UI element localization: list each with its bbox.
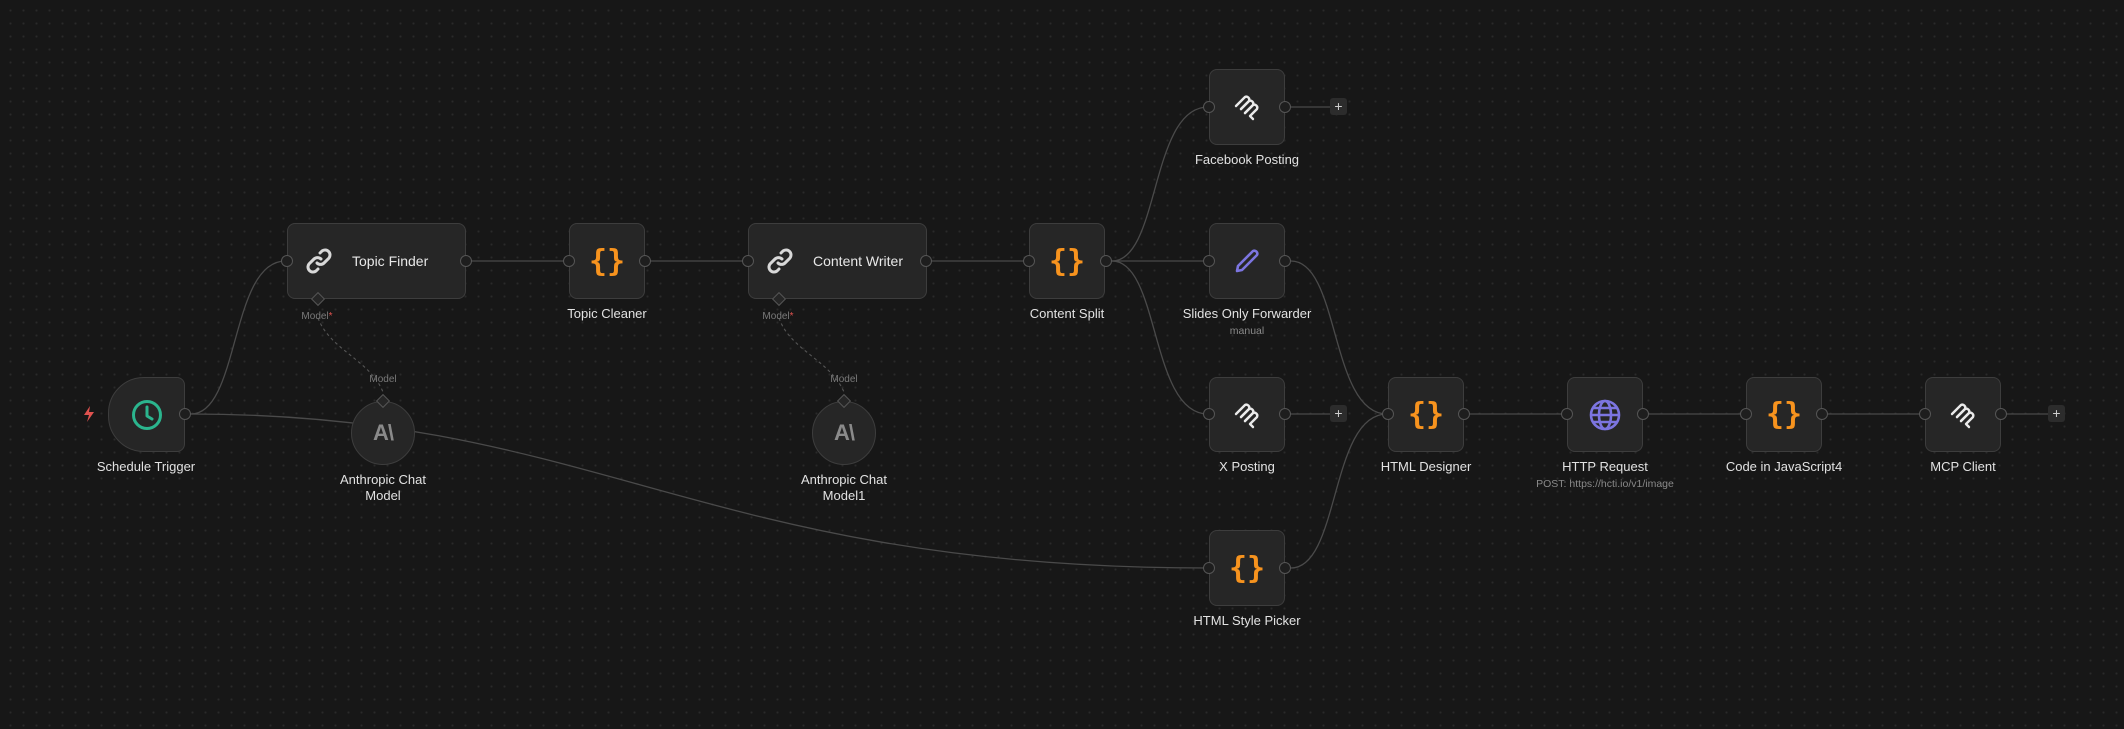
input-handle[interactable] (1203, 408, 1215, 420)
add-node-button[interactable]: + (1330, 405, 1347, 422)
mcp-icon (1234, 403, 1259, 428)
input-handle[interactable] (1740, 408, 1752, 420)
node-label: HTTP Request (1562, 459, 1648, 474)
input-handle[interactable] (1919, 408, 1931, 420)
node-schedule-trigger[interactable] (108, 377, 185, 452)
node-mcp-client[interactable] (1925, 377, 2001, 452)
output-handle[interactable] (179, 408, 191, 420)
model-port-label: Model* (301, 311, 333, 322)
node-title: Content Writer (813, 253, 903, 269)
edge-split-x (1111, 260, 1209, 415)
node-content-split[interactable]: {} (1029, 223, 1105, 299)
output-handle[interactable] (1458, 408, 1470, 420)
input-handle[interactable] (1023, 255, 1035, 267)
node-label: Facebook Posting (1194, 152, 1300, 167)
output-handle[interactable] (1637, 408, 1649, 420)
code-braces-icon: {} (1228, 550, 1266, 586)
output-handle[interactable] (460, 255, 472, 267)
edge-model-topicfinder (317, 317, 384, 393)
input-handle[interactable] (1561, 408, 1573, 420)
input-handle[interactable] (1382, 408, 1394, 420)
node-label: Schedule Trigger (96, 459, 196, 474)
model-port-label: Model (830, 374, 858, 385)
node-facebook-posting[interactable] (1209, 69, 1285, 145)
node-label: X Posting (1219, 459, 1275, 474)
node-topic-finder[interactable]: Topic Finder (287, 223, 466, 299)
trigger-bolt-icon (84, 406, 94, 422)
edge-stylepicker-htmldesigner (1290, 413, 1388, 569)
output-handle[interactable] (1279, 408, 1291, 420)
output-handle[interactable] (1279, 255, 1291, 267)
input-handle[interactable] (563, 255, 575, 267)
mcp-icon (1234, 95, 1259, 121)
node-label: Slides Only Forwarder (1182, 306, 1312, 321)
clock-icon (131, 399, 162, 430)
node-label: HTML Style Picker (1193, 613, 1301, 628)
link-icon (767, 248, 793, 274)
output-handle[interactable] (639, 255, 651, 267)
output-handle[interactable] (1995, 408, 2007, 420)
edge-model-contentwriter (778, 317, 845, 393)
output-handle[interactable] (920, 255, 932, 267)
node-topic-cleaner[interactable]: {} (569, 223, 645, 299)
anthropic-icon: A\ (834, 420, 855, 445)
model-port-label: Model* (762, 311, 794, 322)
node-sublabel: manual (1229, 325, 1265, 337)
mcp-icon (1950, 403, 1975, 428)
input-handle[interactable] (1203, 101, 1215, 113)
model-port-label: Model (369, 374, 397, 385)
output-handle[interactable] (1100, 255, 1112, 267)
edge-slides-htmldesigner (1290, 260, 1388, 415)
edge-schedule-topicfinder (190, 260, 287, 415)
code-braces-icon: {} (588, 243, 626, 279)
node-http-request[interactable] (1567, 377, 1643, 452)
code-braces-icon: {} (1765, 397, 1803, 432)
add-node-button[interactable]: + (2048, 405, 2065, 422)
add-node-button[interactable]: + (1330, 98, 1347, 115)
input-handle[interactable] (281, 255, 293, 267)
output-handle[interactable] (1279, 101, 1291, 113)
anthropic-icon: A\ (373, 420, 394, 445)
pencil-icon (1235, 249, 1259, 273)
node-label: MCP Client (1930, 459, 1996, 474)
node-code-in-javascript4[interactable]: {} (1746, 377, 1822, 452)
node-html-designer[interactable]: {} (1388, 377, 1464, 452)
input-handle[interactable] (742, 255, 754, 267)
node-label: Code in JavaScript4 (1725, 459, 1843, 474)
input-handle[interactable] (1203, 255, 1215, 267)
node-anthropic-chat-model[interactable]: A\ (351, 401, 415, 465)
input-handle[interactable] (1203, 562, 1215, 574)
node-title: Topic Finder (352, 253, 429, 269)
globe-icon (1589, 399, 1621, 430)
node-label: Content Split (1029, 306, 1105, 321)
node-anthropic-chat-model1[interactable]: A\ (812, 401, 876, 465)
node-x-posting[interactable] (1209, 377, 1285, 452)
edge-split-facebook (1111, 106, 1209, 262)
output-handle[interactable] (1279, 562, 1291, 574)
code-braces-icon: {} (1048, 243, 1086, 279)
node-label: HTML Designer (1380, 459, 1472, 474)
node-slides-only-forwarder[interactable] (1209, 223, 1285, 299)
node-sublabel: POST: https://hcti.io/v1/image (1536, 478, 1674, 490)
output-handle[interactable] (1816, 408, 1828, 420)
node-content-writer[interactable]: Content Writer (748, 223, 927, 299)
node-label: Topic Cleaner (567, 306, 647, 321)
code-braces-icon: {} (1407, 397, 1445, 432)
link-icon (306, 248, 332, 274)
node-html-style-picker[interactable]: {} (1209, 530, 1285, 606)
